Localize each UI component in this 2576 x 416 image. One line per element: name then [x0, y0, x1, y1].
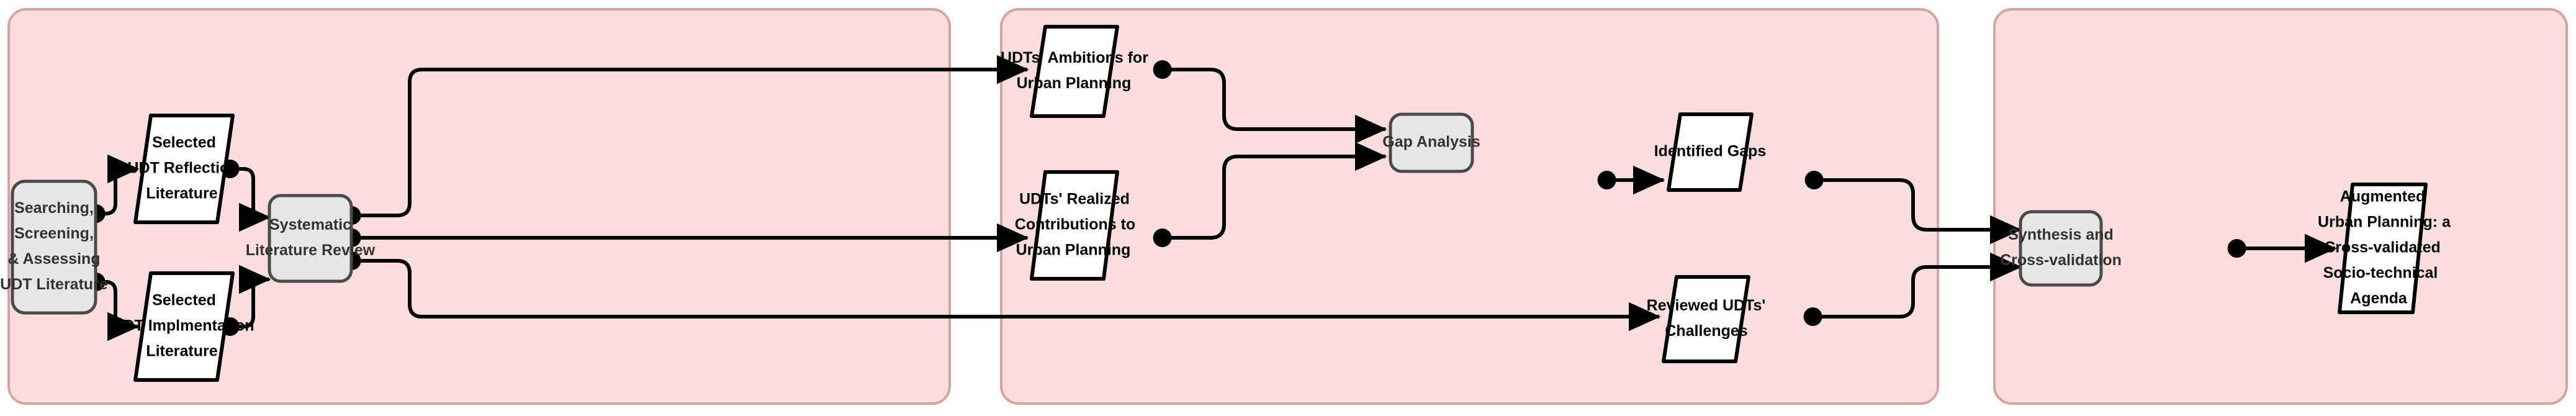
node-shape-rounded-rect — [11, 179, 97, 315]
edge-challenges-to-synthesis — [1803, 252, 2022, 326]
node-shape-parallelogram — [1030, 170, 1119, 281]
cluster-synthesis — [1993, 8, 2568, 405]
node-udts-realized-contributions-to-urban-planning[interactable]: UDTs' Realized Contributions to Urban Pl… — [1015, 170, 1135, 281]
node-shape-parallelogram — [1667, 112, 1754, 192]
node-label-line: Contributions to — [1015, 216, 1135, 233]
node-label-line: Urban Planning — [1016, 242, 1131, 259]
node-label-line: UDT Implmentation — [112, 317, 254, 335]
node-udts-ambitions-for-urban-planning[interactable]: UDTs' Ambitions for Urban Planning — [1001, 25, 1148, 118]
node-label-line: Challenges — [1665, 322, 1747, 340]
node-label-line: Literature Review — [246, 242, 376, 259]
node-label-line: Selected — [152, 292, 216, 309]
node-shape-parallelogram — [1662, 275, 1750, 363]
node-label-line: Selected — [152, 134, 216, 151]
edge-reflection-to-slr — [220, 160, 271, 232]
node-gap-analysis[interactable]: Gap Analysis — [1382, 112, 1480, 173]
node-label-line: UDT Reflection — [127, 160, 238, 177]
node-shape-parallelogram — [133, 114, 235, 224]
node-label-line: Cross-validation — [2000, 251, 2122, 269]
edge-slr-to-ambitions — [342, 55, 1029, 225]
cluster-group — [7, 8, 2568, 405]
node-selected-udt-reflection-literature[interactable]: Selected UDT Reflection Literature — [127, 114, 239, 224]
edge-search-to-implementation — [86, 273, 140, 341]
node-label-line: Urban Planning: a — [2318, 214, 2451, 231]
edge-implementation-to-slr — [220, 265, 271, 336]
node-systematic-literature-review[interactable]: Systematic Literature Review — [246, 194, 376, 283]
node-label-line: Searching, — [14, 199, 94, 217]
node-shape-rounded-rect — [268, 194, 353, 283]
node-augmented-urban-planning-agenda[interactable]: Augmented Urban Planning: a Cross-valida… — [2318, 183, 2451, 314]
edge-slr-to-challenges — [342, 251, 1661, 332]
node-label-line: UDT Literature — [0, 276, 108, 293]
edge-group — [86, 55, 2337, 341]
node-label-line: Socio-technical — [2323, 265, 2438, 282]
node-identified-gaps[interactable]: Identified Gaps — [1654, 112, 1767, 192]
node-label-line: & Assessing — [7, 250, 100, 268]
cluster-review-analysis — [1000, 8, 1939, 405]
node-label-line: Gap Analysis — [1382, 133, 1480, 151]
edge-contributions-to-gap — [1153, 142, 1387, 247]
node-group: Searching, Screening, & Assessing UDT Li… — [0, 25, 2451, 382]
node-label-line: Agenda — [2350, 290, 2408, 307]
node-shape-parallelogram — [1030, 25, 1119, 118]
node-selected-udt-implmentation-literature[interactable]: Selected UDT Implmentation Literature — [112, 271, 254, 382]
node-label-line: UDTs' Ambitions for — [1001, 49, 1148, 66]
node-shape-parallelogram — [2338, 183, 2428, 314]
node-label-line: Urban Planning — [1017, 75, 1132, 92]
node-shape-rounded-rect — [1389, 112, 1474, 173]
node-label-line: Augmented — [2340, 188, 2426, 206]
node-label-line: Cross-validated — [2324, 239, 2441, 256]
node-label-line: Literature — [146, 185, 217, 202]
edge-ambitions-to-gap — [1153, 60, 1387, 144]
node-synthesis-and-cross-validation[interactable]: Synthesis and Cross-validation — [2000, 210, 2122, 287]
node-label-line: UDTs' Realized — [1019, 191, 1130, 208]
edge-search-to-reflection — [86, 154, 140, 223]
edge-identified-to-synthesis — [1804, 171, 2022, 245]
node-shape-parallelogram — [133, 271, 235, 382]
node-reviewed-udts-challenges[interactable]: Reviewed UDTs' Challenges — [1647, 275, 1766, 363]
node-label-line: Systematic — [269, 216, 351, 233]
node-searching-screening-assessing[interactable]: Searching, Screening, & Assessing UDT Li… — [0, 179, 108, 315]
node-shape-rounded-rect — [2019, 210, 2103, 287]
node-label-line: Identified Gaps — [1654, 143, 1767, 160]
node-label-line: Reviewed UDTs' — [1647, 297, 1766, 314]
node-label-line: Literature — [146, 343, 217, 360]
node-label-line: Synthesis and — [2008, 226, 2114, 243]
node-label-line: Screening, — [14, 225, 94, 242]
